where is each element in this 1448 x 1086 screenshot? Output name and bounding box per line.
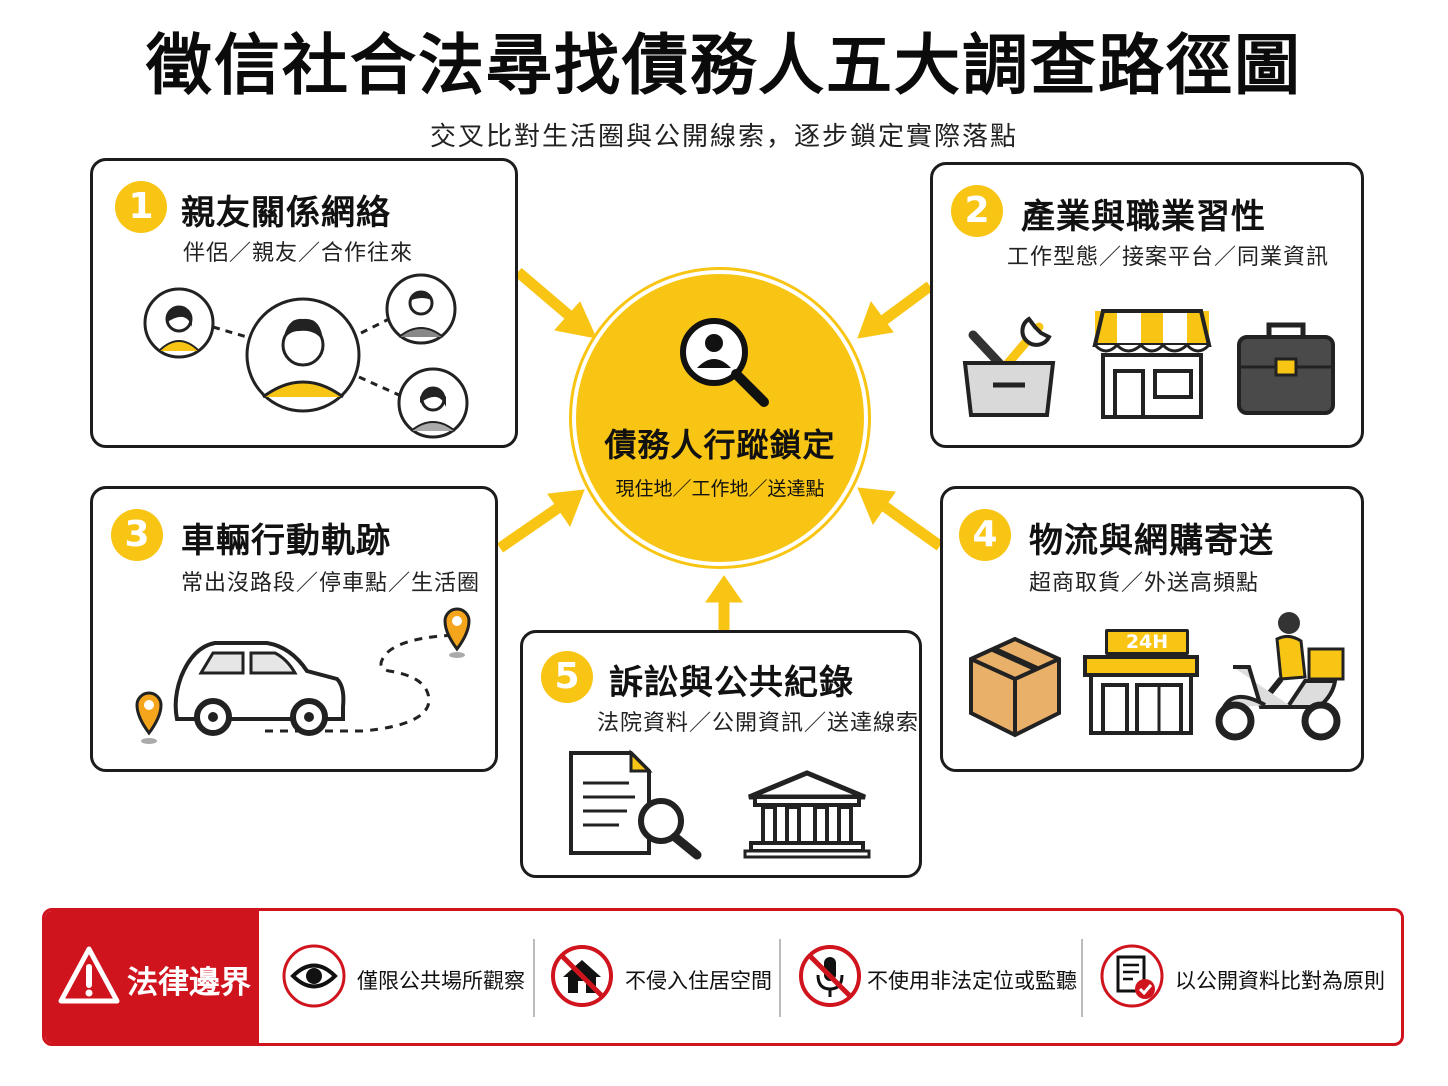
eye-icon [282, 944, 346, 1008]
card-title: 產業與職業習性 [1021, 197, 1266, 237]
search-person-icon [680, 318, 769, 407]
card-subtitle: 法院資料／公開資訊／送達線索 [597, 711, 920, 736]
legal-header: 法律邊界 [45, 911, 259, 1043]
arrow-3 [496, 503, 562, 553]
arrow-4 [880, 501, 944, 551]
card-title: 車輛行動軌跡 [181, 521, 391, 561]
step-number: 5 [541, 651, 593, 703]
step-number: 2 [951, 185, 1003, 237]
courthouse-icon [743, 770, 871, 859]
rule-public-only: 僅限公共場所觀察 [281, 911, 531, 1043]
arrow-1-head [554, 301, 597, 339]
card-title: 親友關係網絡 [181, 193, 391, 233]
card-relatives-network: 1 親友關係網絡 伴侶／親友／合作往來 [90, 158, 518, 448]
rule-text: 不使用非法定位或監聽 [867, 969, 1077, 993]
step-number: 3 [111, 509, 163, 561]
step-number: 1 [115, 181, 167, 233]
card-vehicle-tracking: 3 車輛行動軌跡 常出沒路段／停車點／生活圈 [90, 486, 498, 772]
checked-document-icon [1100, 944, 1164, 1008]
arrow-4-head [857, 487, 896, 526]
storefront-icon [1092, 309, 1212, 419]
car-icon [173, 641, 346, 736]
rule-no-surveillance: 不使用非法定位或監聽 [797, 911, 1087, 1043]
rule-no-intrusion: 不侵入住居空間 [549, 911, 775, 1043]
document-search-icon [569, 749, 702, 860]
arrow-2 [880, 281, 934, 325]
rule-text: 僅限公共場所觀察 [357, 969, 525, 993]
legal-title: 法律邊界 [127, 965, 251, 1001]
convenience-store-icon [1083, 655, 1199, 735]
person-center [245, 297, 361, 413]
arrow-2-head [857, 300, 894, 339]
delivery-scooter-icon [1215, 612, 1345, 741]
step-number: 4 [959, 509, 1011, 561]
card-subtitle: 工作型態／接案平台／同業資訊 [1007, 245, 1330, 270]
center-target: 債務人行蹤鎖定 現住地／工作地／送達點 [572, 270, 868, 566]
divider [779, 939, 781, 1017]
arrow-1 [514, 267, 576, 323]
briefcase-icon [1237, 322, 1335, 415]
card-subtitle: 常出沒路段／停車點／生活圈 [181, 571, 481, 596]
card-title: 訴訟與公共紀錄 [609, 663, 854, 703]
legal-boundary-banner: 法律邊界 僅限公共場所觀察 不侵入住居空間 不使用非法定位或監聽 [42, 908, 1404, 1046]
location-pin-icon [443, 607, 471, 658]
package-box-icon [969, 636, 1061, 738]
rule-text: 以公開資料比對為原則 [1175, 969, 1385, 993]
person-left [143, 287, 215, 359]
card-industry-habits: 2 產業與職業習性 工作型態／接案平台／同業資訊 [930, 162, 1364, 448]
card-logistics-delivery: 4 物流與網購寄送 超商取貨／外送高頻點 24H [940, 486, 1364, 772]
rule-public-data: 以公開資料比對為原則 [1099, 911, 1389, 1043]
person-top-right [385, 273, 457, 345]
person-bottom-right [397, 367, 469, 439]
toolbox-icon [962, 316, 1056, 417]
divider [1081, 939, 1083, 1017]
center-subtitle: 現住地／工作地／送達點 [615, 478, 825, 500]
rule-text: 不侵入住居空間 [625, 969, 772, 993]
arrow-5-head [705, 575, 743, 603]
people-network-icon [143, 273, 469, 439]
store-sign: 24H [1105, 629, 1189, 655]
page-title: 徵信社合法尋找債務人五大調查路徑圖 [146, 27, 1302, 104]
no-microphone-icon [799, 945, 861, 1007]
page-subtitle: 交叉比對生活圈與公開線索，逐步鎖定實際落點 [429, 122, 1018, 152]
warning-icon [58, 946, 120, 1004]
car-route-illustration [135, 607, 471, 744]
divider [533, 939, 535, 1017]
center-title: 債務人行蹤鎖定 [604, 426, 836, 464]
card-subtitle: 超商取貨／外送高頻點 [1029, 571, 1260, 596]
location-pin-icon [135, 691, 163, 744]
card-title: 物流與網購寄送 [1029, 521, 1274, 561]
arrow-3-head [547, 489, 585, 528]
card-litigation-records: 5 訴訟與公共紀錄 法院資料／公開資訊／送達線索 [520, 630, 922, 878]
no-house-icon [551, 945, 613, 1007]
card-subtitle: 伴侶／親友／合作往來 [183, 241, 414, 266]
